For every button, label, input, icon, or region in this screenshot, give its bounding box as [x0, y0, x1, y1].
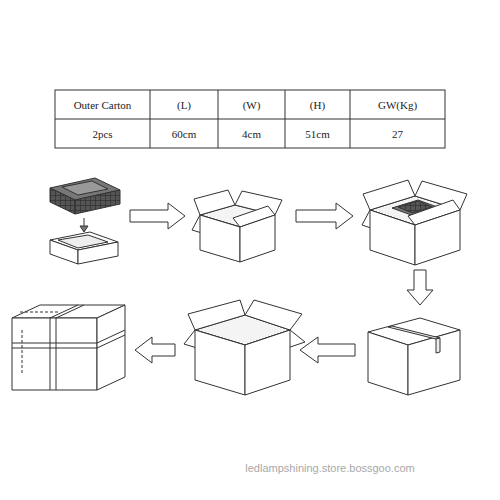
spec-table [55, 90, 445, 148]
table-cell: 60cm [172, 127, 196, 139]
table-cell: (H) [310, 98, 325, 110]
step-arrow [296, 203, 353, 229]
open-carton [184, 300, 305, 395]
open-carton [192, 190, 282, 262]
table-cell: 4cm [242, 127, 261, 139]
step-arrow [135, 337, 175, 363]
step-arrow [300, 337, 355, 363]
table-cell: 27 [392, 127, 403, 139]
open-carton-with-module [362, 180, 467, 265]
table-cell: GW(Kg) [378, 98, 417, 110]
foam-tray [50, 232, 118, 264]
watermark: ledlampshining.store.bossgoo.com [245, 462, 414, 474]
table-cell: 2pcs [92, 127, 112, 139]
drop-arrow-head [80, 226, 88, 232]
table-cell: 51cm [305, 127, 329, 139]
table-cell: Outer Carton [74, 98, 132, 110]
step-arrow [407, 270, 433, 305]
table-cell: (W) [243, 98, 261, 110]
step-arrow [130, 203, 185, 229]
strapped-carton [12, 305, 125, 390]
led-module [50, 178, 120, 214]
table-cell: (L) [177, 98, 191, 110]
taped-carton [368, 318, 460, 395]
